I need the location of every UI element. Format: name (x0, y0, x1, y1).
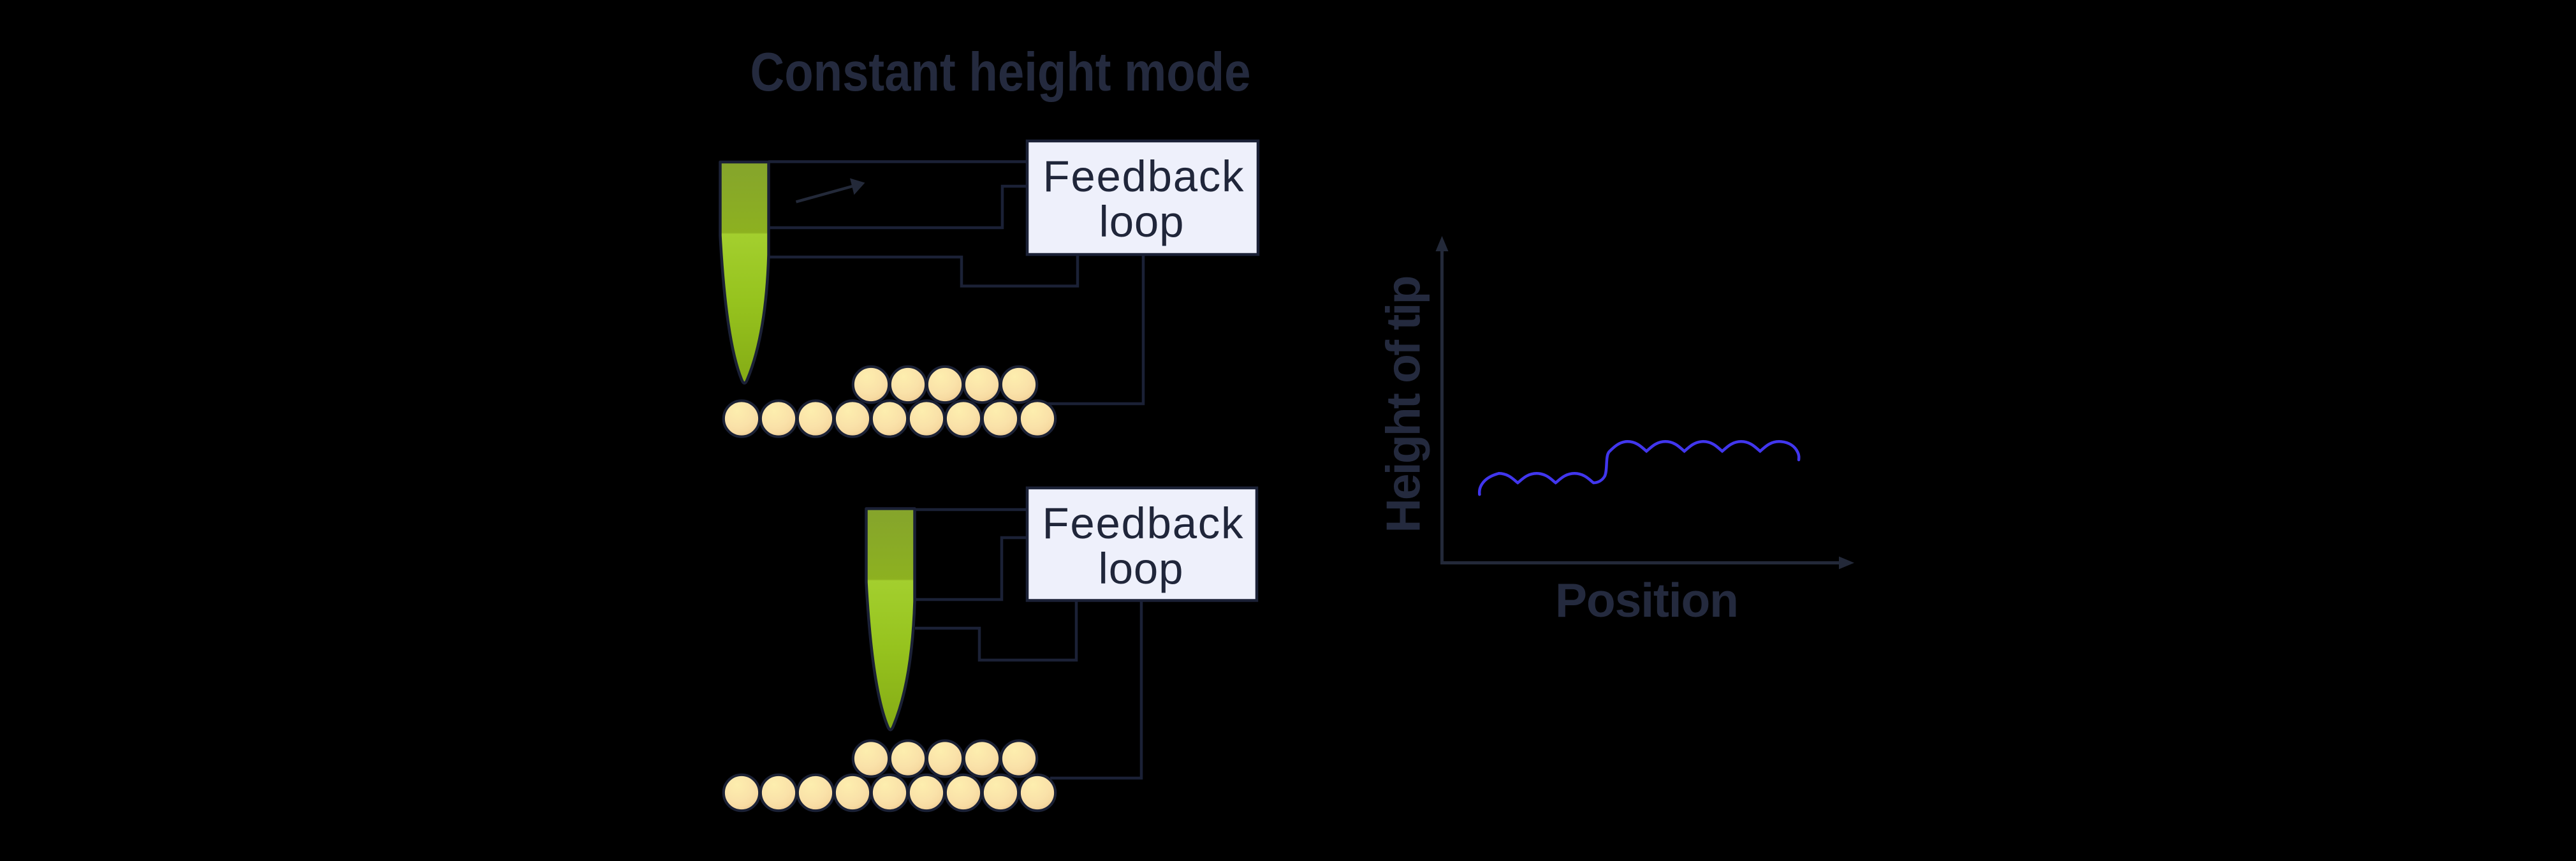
svg-text:Position: Position (1555, 573, 1739, 627)
svg-text:loop: loop (1099, 197, 1184, 246)
svg-text:Feedback: Feedback (1043, 152, 1245, 201)
svg-text:Feedback: Feedback (1043, 499, 1244, 548)
svg-text:loop: loop (1099, 544, 1183, 593)
svg-text:Height of tip: Height of tip (1377, 276, 1430, 533)
svg-text:Constant height mode: Constant height mode (750, 41, 1251, 102)
